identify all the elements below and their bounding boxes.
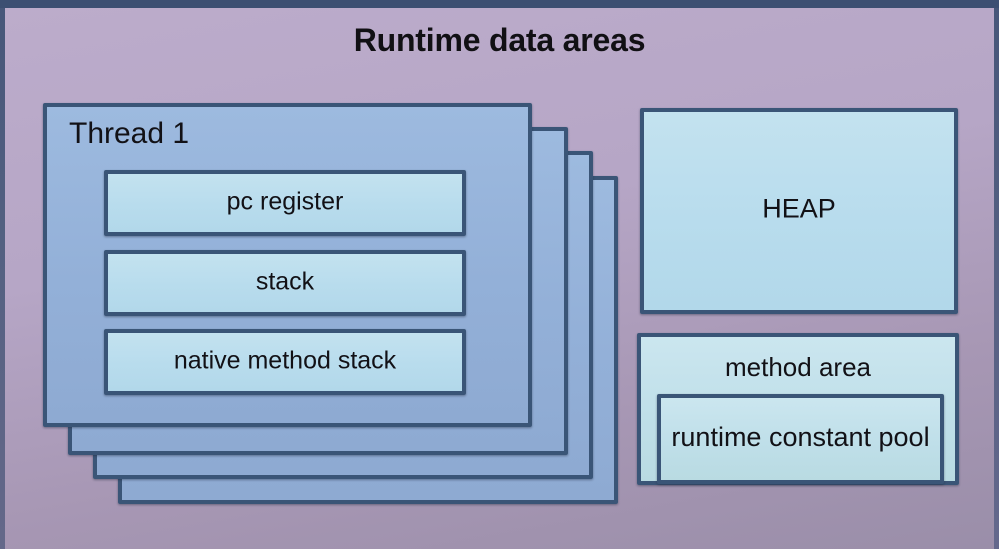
thread-card[interactable]: Thread 1 pc register stack native method… [43,103,532,427]
native-method-stack-label: native method stack [173,346,397,375]
pc-register-box[interactable]: pc register [104,170,466,236]
heap-box[interactable]: HEAP [640,108,958,314]
runtime-constant-pool-box[interactable]: runtime constant pool [657,394,944,484]
runtime-constant-pool-label: runtime constant pool [671,422,930,453]
frame-left-edge [0,0,5,549]
method-area-box[interactable]: method area runtime constant pool [637,333,959,485]
thread-label: Thread 1 [69,117,190,150]
pc-register-label: pc register [226,187,344,216]
stack-label: stack [255,267,315,296]
frame-top-edge [0,0,999,8]
stack-box[interactable]: stack [104,250,466,316]
method-area-label: method area [725,352,871,382]
heap-label: HEAP [762,193,836,224]
native-method-stack-box[interactable]: native method stack [104,329,466,395]
diagram-title: Runtime data areas [353,22,646,58]
frame-right-edge [994,0,999,549]
